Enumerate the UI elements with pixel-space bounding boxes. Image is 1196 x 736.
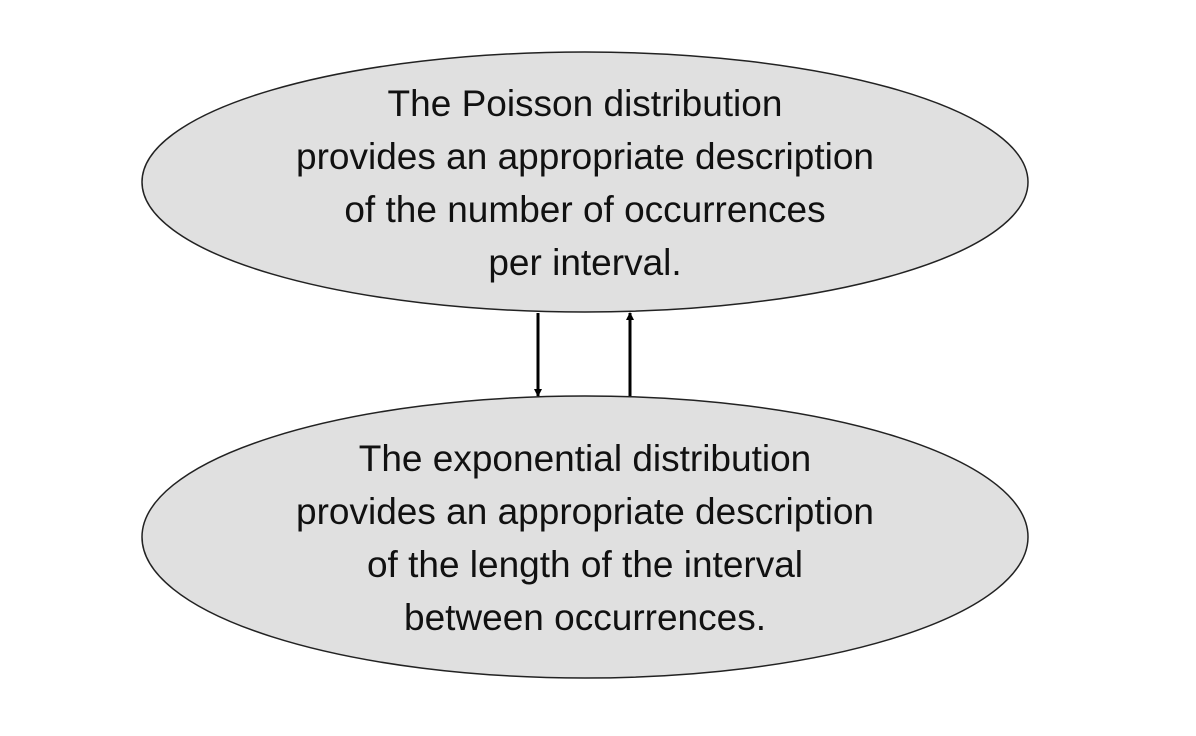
text-line: of the length of the interval [366,544,804,585]
poisson-node-text: The Poisson distribution provides an app… [0,77,1170,289]
exponential-node-shape [141,395,1029,679]
text-line: The Poisson distribution [387,83,783,124]
exponential-node-text: The exponential distribution provides an… [0,432,1170,644]
text-line: The exponential distribution [358,438,812,479]
text-line: per interval. [488,242,682,283]
text-line: provides an appropriate description [296,491,874,532]
text-line: provides an appropriate description [296,136,874,177]
text-line: of the number of occurrences [344,189,826,230]
poisson-node-shape [141,51,1029,313]
text-line: between occurrences. [404,597,766,638]
